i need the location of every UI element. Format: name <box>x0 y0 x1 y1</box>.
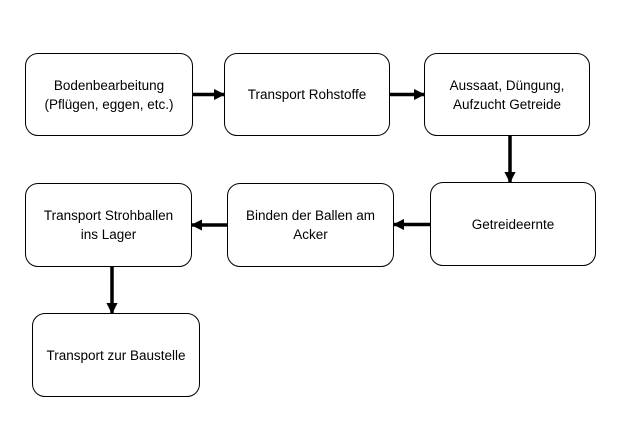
step-transport-rohstoffe-line-1: Transport Rohstoffe <box>247 87 367 102</box>
step-transport-zur-baustelle: Transport zur Baustelle <box>32 313 200 397</box>
step-transport-strohballen-line-1: Transport Strohballen <box>43 208 174 223</box>
step-aussaat-line-1: Aussaat, Düngung, <box>449 77 565 93</box>
step-binden-line-1: Binden der Ballen am <box>245 208 376 223</box>
step-bodenbearbeitung-line-2: (Pflügen, eggen, etc.) <box>44 96 174 112</box>
step-bodenbearbeitung: Bodenbearbeitung (Pflügen, eggen, etc.) <box>25 53 193 136</box>
step-binden-line-2: Acker <box>293 227 328 242</box>
step-transport-strohballen-line-2: ins Lager <box>80 227 137 242</box>
step-bodenbearbeitung-line-1: Bodenbearbeitung <box>53 77 165 93</box>
step-getreideernte-line-1: Getreideernte <box>471 216 555 232</box>
step-aussaat-line-2: Aufzucht Getreide <box>452 96 562 112</box>
step-transport-rohstoffe: Transport Rohstoffe <box>224 53 390 136</box>
step-aussaat-duengung-aufzucht: Aussaat, Düngung, Aufzucht Getreide <box>424 53 590 136</box>
step-transport-strohballen: Transport Strohballen ins Lager <box>25 183 192 267</box>
step-getreideernte: Getreideernte <box>430 182 596 266</box>
step-binden-der-ballen: Binden der Ballen am Acker <box>227 183 394 267</box>
step-transport-baustelle-line-1: Transport zur Baustelle <box>46 347 186 363</box>
